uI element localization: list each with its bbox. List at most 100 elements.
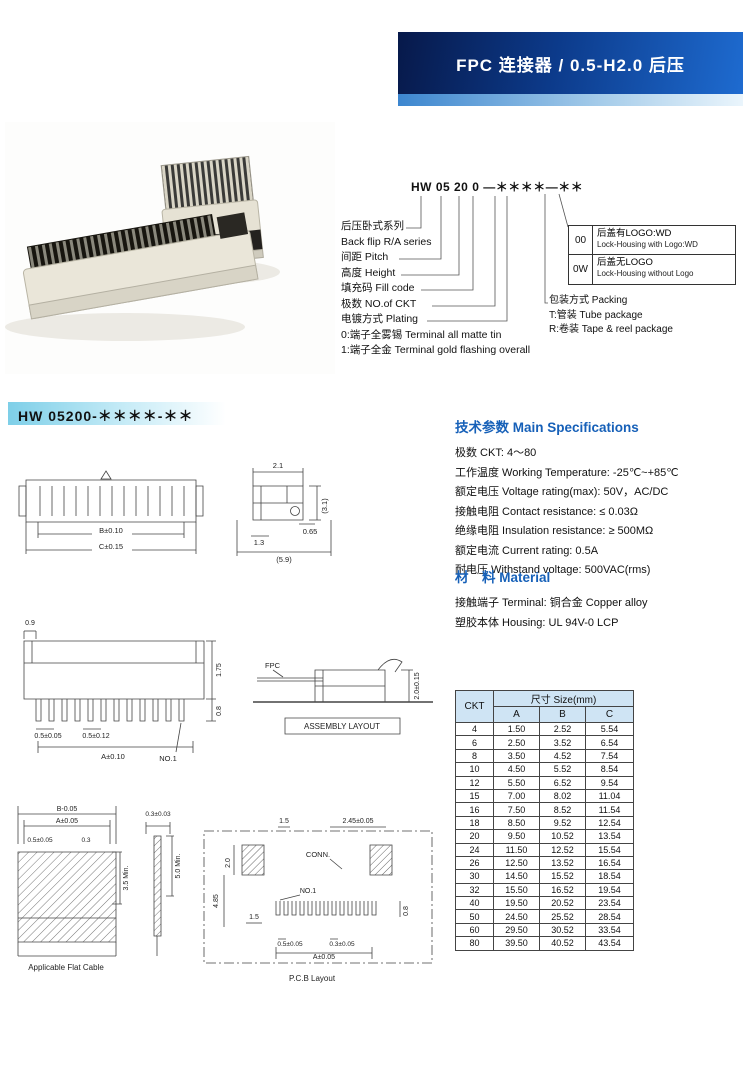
- size-table-head: CKT 尺寸 Size(mm) A B C: [455, 690, 634, 723]
- material-line: 塑胶本体 Housing: UL 94V-0 LCP: [455, 616, 619, 629]
- dim-label-2-0-0-15: 2.0±0.15: [414, 672, 421, 699]
- material-section: 材 料 Material 接触端子 Terminal: 铜合金 Copper a…: [455, 566, 743, 633]
- spec-line: 接触电阻 Contact resistance: ≤ 0.03Ω: [455, 505, 638, 518]
- table-cell: 5.50: [493, 775, 540, 790]
- table-cell: 15.54: [585, 842, 634, 857]
- table-cell: 3.50: [493, 748, 540, 764]
- table-cell: 8.50: [493, 815, 540, 831]
- table-cell: 4: [455, 721, 494, 737]
- table-cell: 5.52: [539, 762, 586, 777]
- material-list: 接触端子 Terminal: 铜合金 Copper alloy 塑胶本体 Hous…: [455, 594, 743, 633]
- table-cell: 7.50: [493, 802, 540, 817]
- table-cell: 14.50: [493, 869, 540, 884]
- spec-line: 耐电压 Withstand voltage: 500VAC(rms): [455, 564, 651, 576]
- logo-option-code: 00: [569, 226, 593, 254]
- table-cell: 15.52: [539, 869, 586, 884]
- table-cell: 12.54: [585, 815, 634, 831]
- table-cell: 10.52: [539, 829, 586, 844]
- dim-label-cable-a: A±0.05: [56, 818, 78, 825]
- dim-label-5-9: (5.9): [276, 555, 292, 564]
- pcb-dim-0-3: 0.3±0.05: [329, 941, 355, 948]
- table-cell: 43.54: [585, 936, 634, 951]
- drawing-pcb-layout: 1.5 2.45±0.05 CONN. 2.0 4.85 NO.1 1.5 0.…: [190, 818, 445, 983]
- spec-line: 绝缘电阻 Insulation resistance: ≥ 500MΩ: [455, 525, 654, 537]
- table-cell: 24: [455, 842, 494, 857]
- pcb-dim-0-8: 0.8: [403, 906, 410, 916]
- dim-label-1-3: 1.3: [254, 538, 264, 547]
- ordering-label-line: 极数 NO.of CKT: [341, 297, 417, 310]
- table-cell: 6: [455, 735, 494, 750]
- pcb-dim-2-45: 2.45±0.05: [342, 818, 373, 825]
- dim-label-cable-pitch: 0.5±0.05: [27, 837, 53, 844]
- dim-label-a-0-10: A±0.10: [101, 752, 125, 761]
- table-cell: 33.54: [585, 922, 634, 938]
- table-cell: 6.52: [539, 775, 586, 790]
- size-table-header-c: C: [585, 706, 634, 723]
- pcb-conn-label: CONN.: [306, 850, 330, 859]
- table-cell: 26: [455, 855, 494, 871]
- drawing-assembly-layout: FPC 2.0±0.15 ASSEMBLY LAYOUT: [245, 630, 440, 742]
- logo-option-code: 0W: [569, 255, 593, 284]
- table-cell: 15: [455, 788, 494, 804]
- ordering-label-line: 填充码 Fill code: [341, 282, 415, 294]
- table-cell: 18: [455, 815, 494, 831]
- dim-label-0-65: 0.65: [303, 527, 318, 536]
- pcb-dim-1-5-mid: 1.5: [249, 914, 259, 921]
- spec-line: 工作温度 Working Temperature: -25℃~+85℃: [455, 466, 679, 479]
- drawing-cable-side: 0.3±0.03 5.0 Min.: [145, 811, 182, 970]
- pcb-dim-0-5: 0.5±0.05: [277, 941, 303, 948]
- table-cell: 10: [455, 762, 494, 777]
- pin-one-label: NO.1: [159, 754, 177, 763]
- table-cell: 12.52: [539, 842, 586, 857]
- pcb-dim-2-0: 2.0: [225, 858, 232, 868]
- material-line: 接触端子 Terminal: 铜合金 Copper alloy: [455, 597, 648, 609]
- dim-label-0-5-0-05: 0.5±0.05: [34, 733, 61, 740]
- drawing-profile-view: 0.9 1.75 0.8 0.5±0.05 0.5±0.12 A±0.10 NO…: [8, 620, 223, 763]
- pcb-dim-a: A±0.05: [313, 954, 335, 961]
- drawing-side-section: 2.1 (3.1) 1.3 0.65 (5.9): [225, 461, 345, 564]
- size-table-header-a: A: [493, 706, 540, 723]
- ordering-label-line: 高度 Height: [341, 266, 396, 279]
- pcb-dim-1-5-top: 1.5: [279, 818, 289, 825]
- table-cell: 20: [455, 829, 494, 844]
- table-cell: 13.52: [539, 855, 586, 871]
- packing-line: T:管装 Tube package: [549, 309, 643, 321]
- table-cell: 40: [455, 896, 494, 911]
- table-cell: 11.04: [585, 788, 634, 804]
- pcb-pin-one-label: NO.1: [300, 888, 316, 895]
- table-cell: 28.54: [585, 909, 634, 924]
- flat-cable-caption: Applicable Flat Cable: [28, 963, 104, 972]
- table-cell: 9.54: [585, 775, 634, 790]
- table-cell: 39.50: [493, 936, 540, 951]
- assembly-layout-caption: ASSEMBLY LAYOUT: [304, 722, 380, 731]
- table-cell: 30.52: [539, 922, 586, 938]
- table-cell: 18.54: [585, 869, 634, 884]
- table-cell: 15.50: [493, 882, 540, 898]
- dim-label-cable-b: B-0.05: [57, 806, 78, 813]
- table-cell: 6.54: [585, 735, 634, 750]
- table-cell: 40.52: [539, 936, 586, 951]
- spec-line: 额定电流 Current rating: 0.5A: [455, 544, 599, 557]
- table-cell: 19.50: [493, 896, 540, 911]
- dim-label-1-75: 1.75: [216, 663, 223, 677]
- ordering-label-line: 后压卧式系列: [341, 220, 404, 232]
- table-cell: 3.52: [539, 735, 586, 750]
- spec-line: 极数 CKT: 4～80: [455, 447, 537, 459]
- table-cell: 16.54: [585, 855, 634, 871]
- dim-label-0-9: 0.9: [25, 620, 35, 627]
